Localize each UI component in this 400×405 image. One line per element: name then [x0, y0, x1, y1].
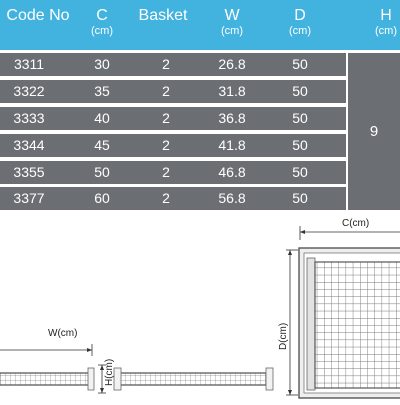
cell-w: 31.8 — [218, 83, 246, 99]
table-row: 3355 50 2 46.8 50 — [0, 161, 346, 184]
cell-c: 30 — [94, 56, 110, 72]
cell-basket: 2 — [162, 56, 170, 72]
cell-c: 40 — [94, 110, 110, 126]
table-row: 3322 35 2 31.8 50 — [0, 80, 346, 103]
cell-code: 3344 — [13, 137, 45, 153]
header-h: H (cm) — [366, 8, 400, 37]
cell-basket: 2 — [162, 83, 170, 99]
cell-d: 50 — [292, 110, 308, 126]
cell-code: 3377 — [13, 190, 45, 206]
cell-c: 35 — [94, 83, 110, 99]
header-c-unit: (cm) — [91, 25, 113, 37]
cell-d: 50 — [292, 164, 308, 180]
dimension-label-w: W(cm) — [48, 328, 78, 339]
cell-basket: 2 — [162, 137, 170, 153]
header-c: C (cm) — [80, 8, 124, 37]
cell-c: 50 — [94, 164, 110, 180]
cell-basket: 2 — [162, 110, 170, 126]
cell-c: 60 — [94, 190, 110, 206]
header-code-no: Code No — [0, 8, 78, 24]
header-d-label: D — [294, 7, 306, 24]
cell-code: 3311 — [13, 56, 45, 72]
table-body: 3311 30 2 26.8 50 3322 35 2 31.8 50 3333… — [0, 53, 346, 210]
cell-code: 3333 — [13, 110, 45, 126]
spec-table: Code No C (cm) Basket W (cm) D (cm) H (c… — [0, 0, 400, 210]
basket-top-view — [298, 247, 400, 399]
dimension-drawing — [0, 226, 400, 399]
table-row: 3377 60 2 56.8 50 — [0, 187, 346, 210]
header-d-unit: (cm) — [289, 25, 311, 37]
cell-w: 46.8 — [218, 164, 246, 180]
table-row: 3344 45 2 41.8 50 — [0, 134, 346, 157]
cell-w: 56.8 — [218, 190, 246, 206]
header-w: W (cm) — [204, 8, 260, 37]
header-h-label: H — [380, 7, 392, 24]
dimension-label-d: D(cm) — [278, 322, 289, 350]
header-w-label: W — [224, 7, 240, 24]
cell-d: 50 — [292, 137, 308, 153]
table-row: 3311 30 2 26.8 50 — [0, 53, 346, 76]
header-basket: Basket — [130, 8, 196, 24]
basket-side-view-center — [113, 367, 274, 391]
basket-side-view-left — [0, 367, 95, 391]
header-d: D (cm) — [272, 8, 328, 37]
cell-w: 26.8 — [218, 56, 246, 72]
dimension-diagram: W(cm) H(cm) D(cm) C(cm) — [0, 210, 400, 400]
cell-code: 3355 — [13, 164, 45, 180]
cell-w: 41.8 — [218, 137, 246, 153]
cell-w: 36.8 — [218, 110, 246, 126]
dimension-label-c: C(cm) — [342, 218, 370, 229]
cell-code: 3322 — [13, 83, 45, 99]
table-row: 3333 40 2 36.8 50 — [0, 107, 346, 130]
cell-basket: 2 — [162, 164, 170, 180]
cell-d: 50 — [292, 56, 308, 72]
table-header: Code No C (cm) Basket W (cm) D (cm) H (c… — [0, 0, 400, 50]
cell-d: 50 — [292, 83, 308, 99]
header-c-label: C — [96, 7, 108, 24]
header-code-no-label: Code No — [6, 7, 70, 24]
header-w-unit: (cm) — [221, 25, 243, 37]
cell-d: 50 — [292, 190, 308, 206]
dimension-label-h: H(cm) — [104, 358, 115, 386]
cell-basket: 2 — [162, 190, 170, 206]
header-h-unit: (cm) — [375, 25, 397, 37]
cell-c: 45 — [94, 137, 110, 153]
cell-h-merged: 9 — [348, 53, 400, 210]
header-basket-label: Basket — [138, 7, 188, 24]
